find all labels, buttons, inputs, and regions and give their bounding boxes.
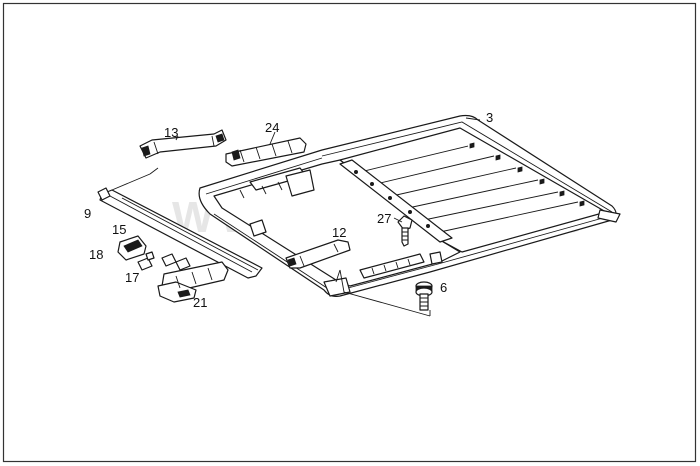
leader-24 <box>269 131 276 145</box>
leader-27 <box>393 217 403 223</box>
part-15-block <box>117 235 147 261</box>
part-13-guide-bracket <box>139 129 227 159</box>
part-24-rail <box>225 137 307 167</box>
callout-12: 12 <box>332 225 346 240</box>
leader-6 <box>335 269 431 317</box>
callout-6: 6 <box>440 280 447 295</box>
part-9-strip <box>97 187 263 279</box>
leader-3 <box>465 117 481 121</box>
callout-3: 3 <box>486 110 493 125</box>
callout-13: 13 <box>164 125 178 140</box>
part-27-screw <box>397 215 413 247</box>
part-3-sunroof-frame <box>198 114 621 297</box>
callout-18: 18 <box>89 247 103 262</box>
callout-21: 21 <box>193 295 207 310</box>
leader-9 <box>111 167 159 191</box>
part-6-bolt <box>415 281 433 311</box>
leader-lines <box>111 117 481 317</box>
callout-9: 9 <box>84 206 91 221</box>
callout-15: 15 <box>112 222 126 237</box>
part-12-bracket <box>285 239 351 269</box>
part-pins <box>161 253 191 271</box>
callout-17: 17 <box>125 270 139 285</box>
part-21-drive-assembly <box>157 261 229 303</box>
callout-24: 24 <box>265 120 279 135</box>
part-17-clip <box>137 251 155 271</box>
leader-13 <box>175 135 179 141</box>
callout-27: 27 <box>377 211 391 226</box>
